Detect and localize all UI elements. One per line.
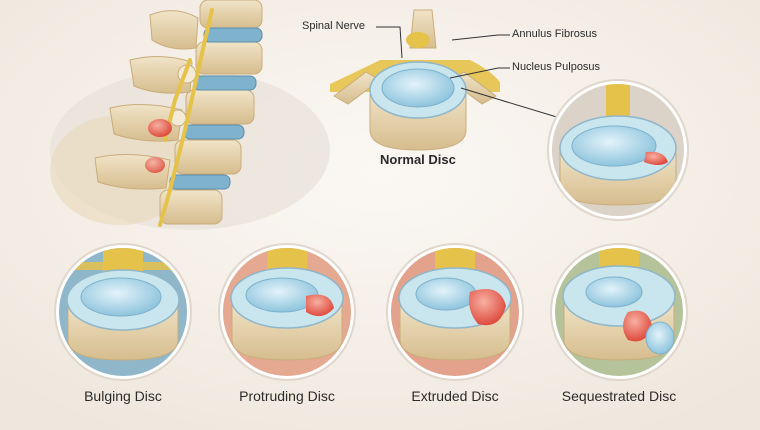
spinal-cord-nerve (406, 32, 430, 48)
disc (204, 28, 262, 42)
stage-circle-extruded (387, 244, 523, 380)
label-nucleus-pulposus: Nucleus Pulposus (512, 61, 600, 73)
caption-extruded-disc: Extruded Disc (411, 388, 498, 404)
label-annulus-fibrosus: Annulus Fibrosus (512, 28, 597, 40)
herniation-highlight (145, 157, 165, 173)
stage-circle-sequestrated (551, 244, 687, 380)
label-normal-disc: Normal Disc (380, 152, 456, 167)
caption-protruding-disc: Protruding Disc (239, 388, 335, 404)
disc (184, 125, 244, 139)
zoomed-disc-circle (548, 80, 690, 220)
disc (170, 175, 230, 189)
vertebra (175, 140, 241, 174)
caption-bulging-disc: Bulging Disc (84, 388, 162, 404)
caption-sequestrated-disc: Sequestrated Disc (562, 388, 676, 404)
stage-circle-bulging (55, 244, 191, 380)
nucleus-pulposus (382, 69, 454, 107)
vertebra (196, 42, 262, 74)
disc (194, 76, 256, 90)
stage-circle-protruding (219, 244, 355, 380)
herniation-highlight (148, 119, 172, 137)
vertebra (186, 90, 254, 124)
label-spinal-nerve: Spinal Nerve (302, 20, 365, 32)
